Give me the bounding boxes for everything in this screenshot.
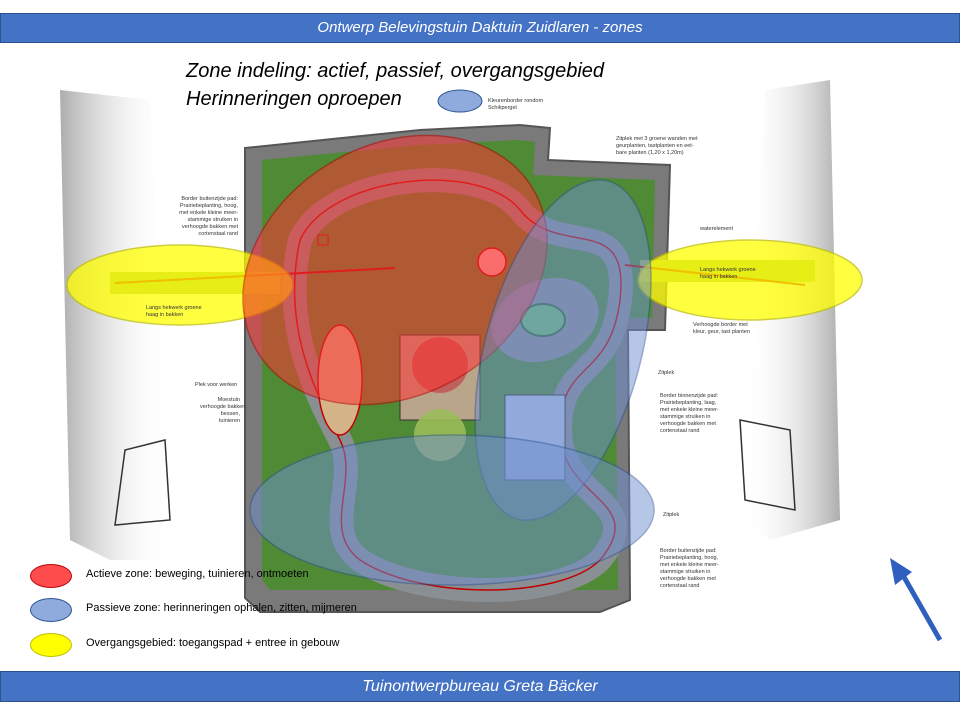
note-border-buitenzijde-left: Border buitenzijde pad:Prairiebeplanting…: [179, 196, 238, 237]
legend-transition-zone: Overgangsgebied: toegangspad + entree in…: [30, 630, 450, 660]
footer-banner: Tuinontwerpbureau Greta Bäcker: [0, 671, 960, 702]
passive-zone-bottom: [249, 434, 655, 586]
building-left: [60, 90, 171, 560]
legend-active-zone: Actieve zone: beweging, tuinieren, ontmo…: [30, 561, 450, 591]
note-zitplek-bottom: Zitplek: [663, 512, 680, 518]
note-border-buitenzijde-right: Border buitenzijde pad:Prairiebeplanting…: [660, 548, 719, 589]
header-title: Ontwerp Belevingstuin Daktuin Zuidlaren …: [317, 19, 643, 36]
note-zitplek-right: Zitplek: [658, 370, 675, 376]
memory-heading: Herinneringen oproepen: [186, 88, 402, 110]
note-border-binnenzijde: Border binnenzijde pad:Prairiebeplanting…: [660, 393, 719, 434]
memory-marker: [437, 89, 483, 113]
legend-label-transition: Overgangsgebied: toegangspad + entree in…: [86, 637, 340, 649]
zone-heading: Zone indeling: actief, passief, overgang…: [186, 60, 605, 82]
zones: [66, 134, 863, 586]
legend-swatch-passive: [30, 598, 72, 622]
footer-title: Tuinontwerpbureau Greta Bäcker: [362, 678, 598, 695]
legend-swatch-active: [30, 564, 72, 588]
note-waterelement: waterelement: [700, 226, 734, 232]
legend-passive-zone: Passieve zone: herinneringen ophalen, zi…: [30, 595, 450, 625]
north-arrow-icon: [890, 558, 943, 642]
header-banner: Ontwerp Belevingstuin Daktuin Zuidlaren …: [0, 13, 960, 43]
legend-swatch-transition: [30, 633, 72, 657]
note-plek-voor-werken: Plek voor werken: [195, 382, 238, 388]
active-zone: [242, 134, 548, 406]
legend-label-passive: Passieve zone: herinneringen ophalen, zi…: [86, 602, 357, 614]
legend-label-active: Actieve zone: beweging, tuinieren, ontmo…: [86, 568, 309, 580]
